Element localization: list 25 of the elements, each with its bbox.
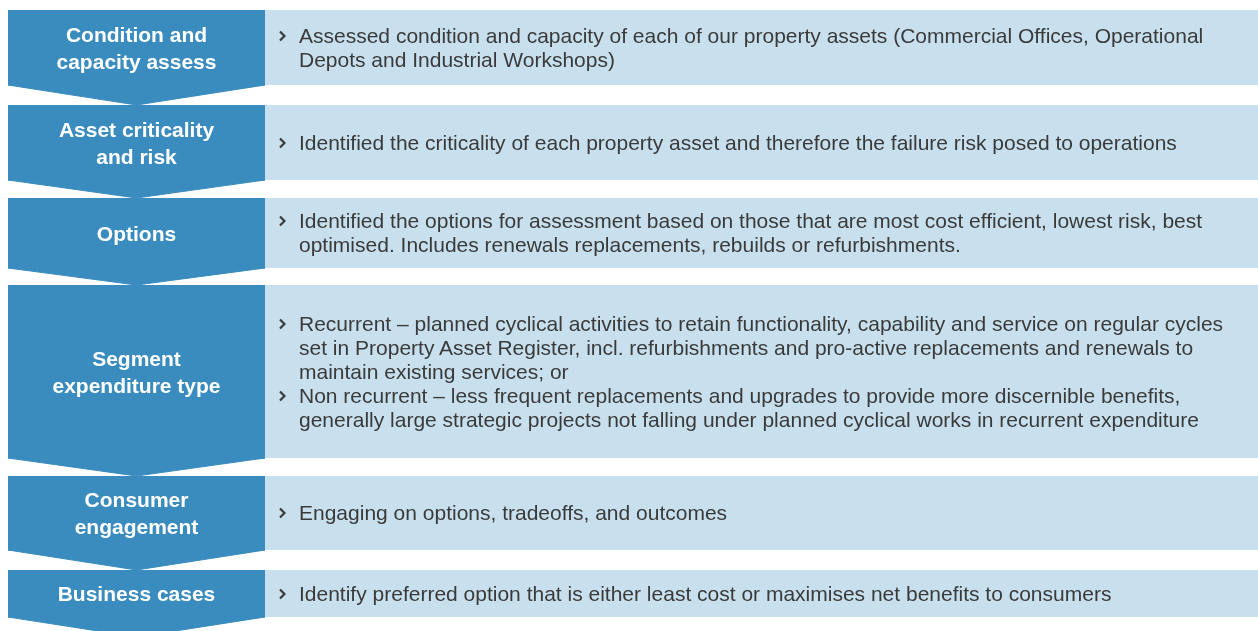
- step-label: Options: [96, 220, 177, 247]
- description-panel: [265, 285, 1258, 458]
- chevron-arrow: [7, 616, 266, 631]
- description-panel: [265, 198, 1258, 268]
- chevron-arrow: [7, 267, 266, 286]
- chevron-arrow: [7, 179, 266, 199]
- description-panel: [265, 10, 1258, 85]
- step-label: Business cases: [57, 581, 216, 607]
- chevron-arrow: [7, 84, 266, 106]
- chevron-arrow: [7, 457, 266, 477]
- step-label: Condition and capacity assess: [55, 21, 218, 75]
- description-panel: [265, 476, 1258, 550]
- step-label: Consumer engagement: [73, 487, 200, 540]
- description-text: Engaging on options, tradeoffs, and outcomes: [299, 501, 728, 524]
- description-panel: [265, 105, 1258, 180]
- description-text: Non recurrent – less frequent replacements and upgrades to provide more discernible benefits, generally large strategic projects not falling under planned cyclical works in recurrent expenditure: [299, 383, 1199, 431]
- description-panel: [265, 570, 1258, 617]
- chevron-arrow: [7, 549, 266, 571]
- description-text: Recurrent – planned cyclical activities to retain functionality, capability and service on regular cycles set in Property Asset Register, incl. refurbishments and pro-active replacements and renewals to maintain existing services; or: [299, 311, 1224, 383]
- description-text: Identified the criticality of each property asset and therefore the failure risk posed to operations: [299, 130, 1177, 154]
- step-label: Segment expenditure type: [51, 345, 222, 399]
- description-text: Assessed condition and capacity of each of our property assets (Commercial Offices, Operational Depots and Industrial Workshops): [299, 23, 1204, 71]
- description-text: Identify preferred option that is either least cost or maximises net benefits to consumers: [299, 581, 1112, 605]
- step-label: Asset criticality and risk: [57, 116, 216, 170]
- description-text: Identified the options for assessment based on those that are most cost efficient, lowest risk, best optimised. Includes renewals replacements, rebuilds or refurbishments.: [299, 209, 1203, 256]
